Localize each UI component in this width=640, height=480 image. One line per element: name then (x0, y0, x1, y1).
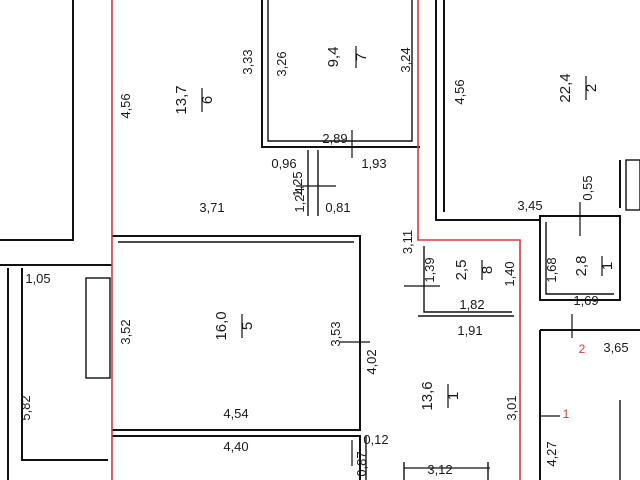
wall-left-upper (0, 0, 74, 241)
dim-label: 3,01 (504, 395, 519, 420)
dim-label: 3,71 (199, 200, 224, 215)
wall-bottom-doors (403, 462, 489, 480)
dim-label: 3,45 (517, 198, 542, 213)
dim-label: 3,12 (427, 462, 452, 477)
dim-label: 0,87 (354, 451, 369, 476)
dim-label: 4,56 (118, 93, 133, 118)
marker-2: 2 (579, 342, 586, 356)
markers: 2 1 (563, 342, 586, 421)
dim-label: 3,52 (118, 319, 133, 344)
wall-left-inner (21, 268, 108, 461)
dim-label: 1,05 (25, 271, 50, 286)
room-number: 6 (199, 96, 216, 104)
room-area: 13,7 (173, 85, 190, 114)
horizontal-dimensions: 2,89 0,96 1,93 3,71 0,81 3,45 1,05 1,82 … (25, 131, 628, 477)
dim-label: 4,54 (223, 406, 248, 421)
red-right (417, 0, 521, 480)
dim-label: 3,33 (240, 49, 255, 74)
dim-label: 3,24 (398, 47, 413, 72)
dim-label: 2,89 (322, 131, 347, 146)
room-6-label: 6 13,7 (173, 85, 216, 114)
dim-label: 0,55 (580, 175, 595, 200)
room-area: 16,0 (213, 311, 230, 340)
dim-label: 3,11 (400, 230, 415, 254)
dim-label: 1,25 (290, 171, 305, 196)
dim-label: 0,96 (271, 156, 296, 171)
room-number: 5 (239, 322, 256, 330)
room-8-label: 8 2,5 (453, 260, 496, 281)
dim-label: 1,24 (292, 187, 307, 212)
room-area: 22,4 (557, 73, 574, 102)
wall-room1-small-inner (545, 222, 614, 295)
dim-label: 3,26 (274, 51, 289, 76)
wall-right-stub (625, 159, 640, 211)
wall-room2-left (435, 0, 540, 221)
wall-lower-room (112, 435, 361, 480)
room-2-label: 2 22,4 (557, 73, 600, 102)
dim-label: 1,91 (457, 323, 482, 338)
room-number: 8 (479, 266, 496, 274)
dim-label: 4,27 (544, 441, 559, 466)
room-number: 7 (353, 53, 370, 61)
wall-room8-inner (423, 246, 512, 313)
dim-label: 3,53 (328, 321, 343, 346)
dim-label: 1,82 (459, 297, 484, 312)
room-area: 13,6 (419, 381, 436, 410)
dim-label: 1,40 (502, 261, 517, 286)
room-7-label: 7 9,4 (325, 46, 370, 68)
room-number: 1 (445, 392, 462, 400)
dim-label: 3,65 (603, 340, 628, 355)
dim-label: 1,68 (544, 257, 559, 282)
room-number: 2 (583, 84, 600, 92)
dim-label: 5,82 (18, 395, 33, 420)
room-1-small-label: 1 2,8 (573, 256, 616, 277)
dim-label: 0,12 (363, 432, 388, 447)
wall-room7-outer (261, 0, 420, 148)
room-5-label: 5 16,0 (213, 311, 256, 340)
highlight-outline (111, 0, 521, 480)
dim-label: 4,02 (364, 349, 379, 374)
dim-label: 1,39 (422, 257, 437, 282)
dim-label: 0,81 (325, 200, 350, 215)
room-area: 9,4 (325, 47, 342, 68)
wall-room7-inner (267, 0, 413, 142)
dim-label: 4,40 (223, 439, 248, 454)
window-left (85, 277, 111, 379)
dim-label: 4,56 (452, 79, 467, 104)
wall-room1-small (539, 215, 621, 301)
vertical-dimensions: 4,56 3,33 3,26 3,24 4,56 1,25 1,24 0,55 … (18, 47, 595, 476)
wall-room5 (112, 235, 361, 431)
room-area: 2,8 (573, 256, 590, 277)
dimension-ticks (296, 130, 581, 469)
room-area: 2,5 (453, 260, 470, 281)
marker-1: 1 (563, 407, 570, 421)
room-1-large-label: 1 13,6 (419, 381, 462, 410)
room-number: 1 (599, 262, 616, 270)
dim-label: 1,69 (573, 293, 598, 308)
dim-label: 1,93 (361, 156, 386, 171)
